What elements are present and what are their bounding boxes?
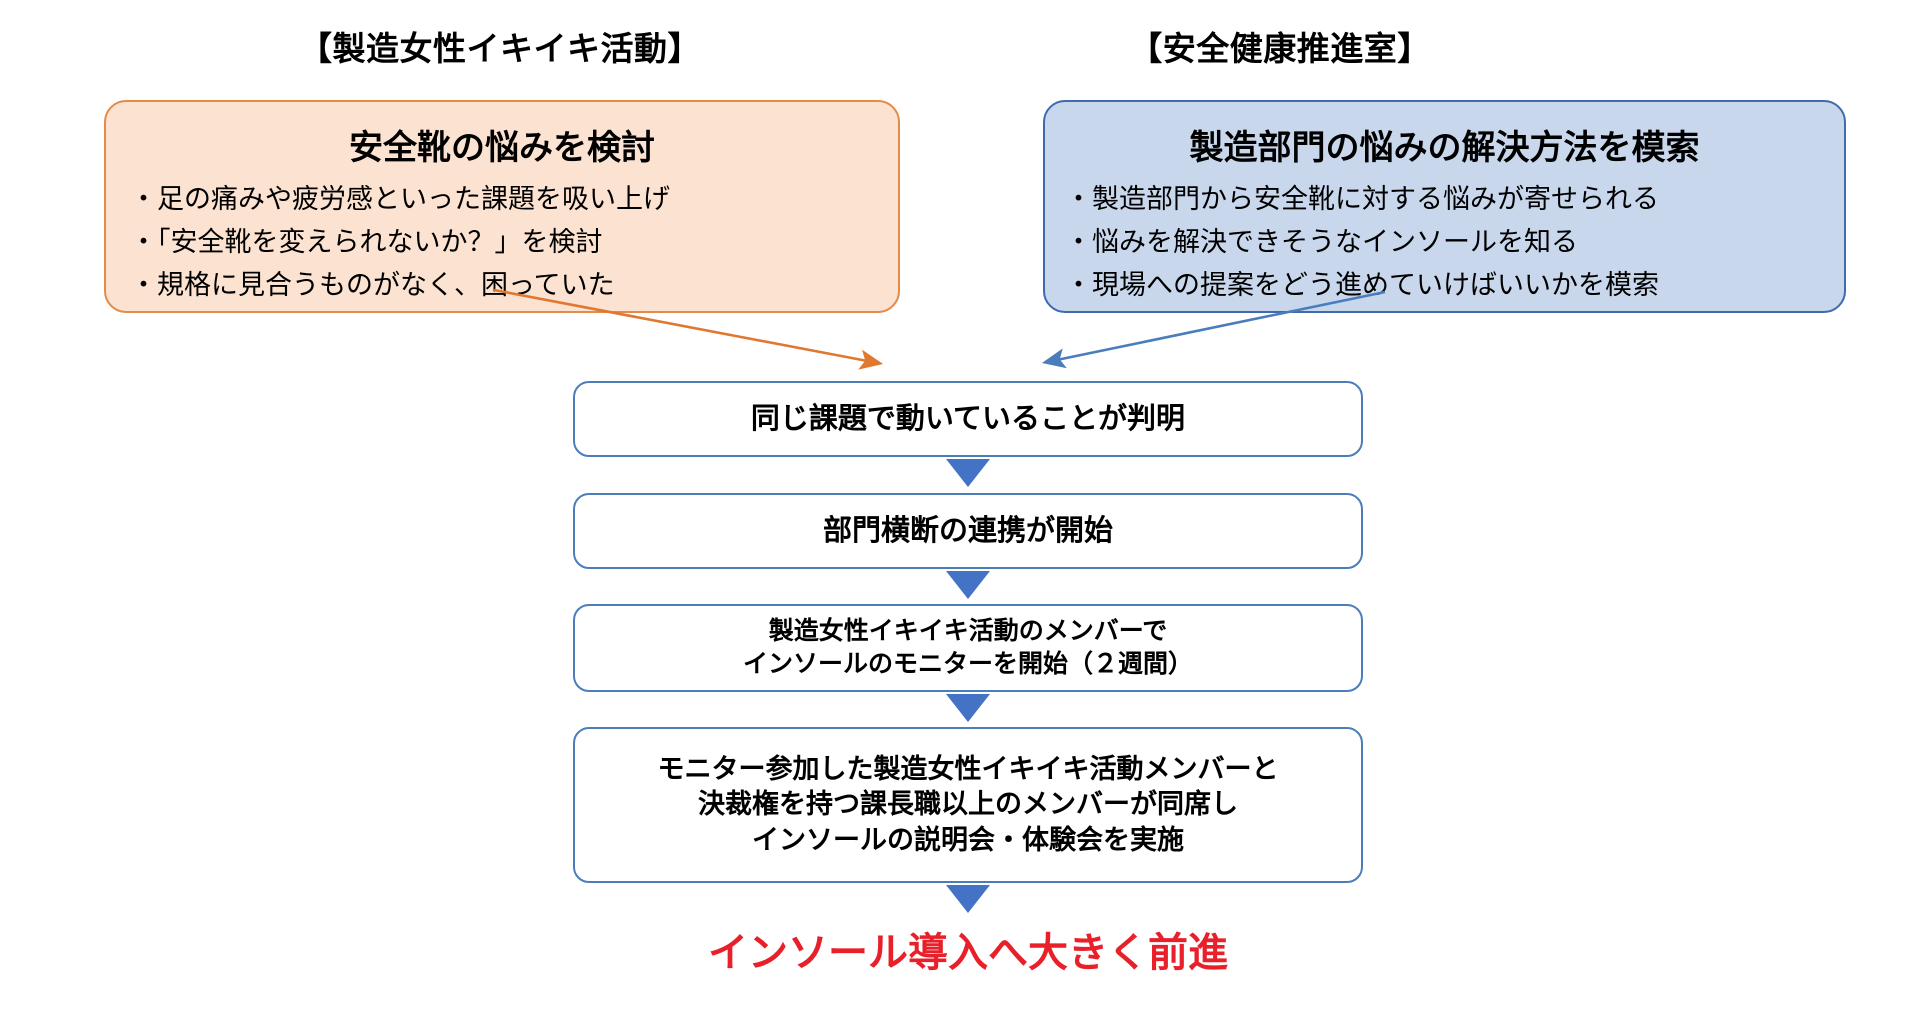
- bullet-item: ・製造部門から安全靴に対する悩みが寄せられる: [1065, 184, 1659, 214]
- down-arrow-1-icon: [946, 459, 990, 487]
- flow-step-3: 製造女性イキイキ活動のメンバーで インソールのモニターを開始（２週間）: [573, 604, 1363, 692]
- bullet-item: ・足の痛みや疲労感といった課題を吸い上げ: [130, 184, 670, 214]
- flow-step-2-label: 部門横断の連携が開始: [822, 514, 1113, 547]
- group-heading-manufacturing-women: 【製造女性イキイキ活動】: [299, 30, 701, 67]
- flow-step-2: 部門横断の連携が開始: [573, 493, 1363, 569]
- source-box-right-bullets: ・製造部門から安全靴に対する悩みが寄せられる ・悩みを解決できそうなインソールを…: [1065, 178, 1832, 307]
- bullet-item: ・規格に見合うものがなく、困っていた: [130, 270, 615, 300]
- bullet-item: ・「安全靴を変えられないか？」を検討: [130, 227, 603, 257]
- down-arrow-3-icon: [946, 694, 990, 722]
- source-box-manufacturing-women: 安全靴の悩みを検討 ・足の痛みや疲労感といった課題を吸い上げ ・「安全靴を変えら…: [104, 100, 900, 313]
- source-box-left-bullets: ・足の痛みや疲労感といった課題を吸い上げ ・「安全靴を変えられないか？」を検討 …: [130, 178, 886, 307]
- down-arrow-2-icon: [946, 571, 990, 599]
- flow-step-1-label: 同じ課題で動いていることが判明: [750, 402, 1186, 435]
- flow-step-1: 同じ課題で動いていることが判明: [573, 381, 1363, 457]
- down-arrow-4-icon: [946, 885, 990, 913]
- flow-step-3-label: 製造女性イキイキ活動のメンバーで インソールのモニターを開始（２週間）: [742, 617, 1193, 678]
- bullet-item: ・悩みを解決できそうなインソールを知る: [1065, 227, 1578, 257]
- flow-step-4: モニター参加した製造女性イキイキ活動メンバーと 決裁権を持つ課長職以上のメンバー…: [573, 727, 1363, 883]
- group-heading-safety-health-office: 【安全健康推進室】: [1129, 30, 1431, 67]
- source-box-left-title: 安全靴の悩みを検討: [349, 129, 655, 167]
- source-box-safety-health-office: 製造部門の悩みの解決方法を模索 ・製造部門から安全靴に対する悩みが寄せられる ・…: [1043, 100, 1846, 313]
- bullet-item: ・現場への提案をどう進めていけばいいかを模索: [1065, 270, 1659, 300]
- flow-step-4-label: モニター参加した製造女性イキイキ活動メンバーと 決裁権を持つ課長職以上のメンバー…: [657, 753, 1279, 855]
- conclusion-text: インソール導入へ大きく前進: [708, 931, 1228, 975]
- source-box-right-title: 製造部門の悩みの解決方法を模索: [1189, 129, 1700, 167]
